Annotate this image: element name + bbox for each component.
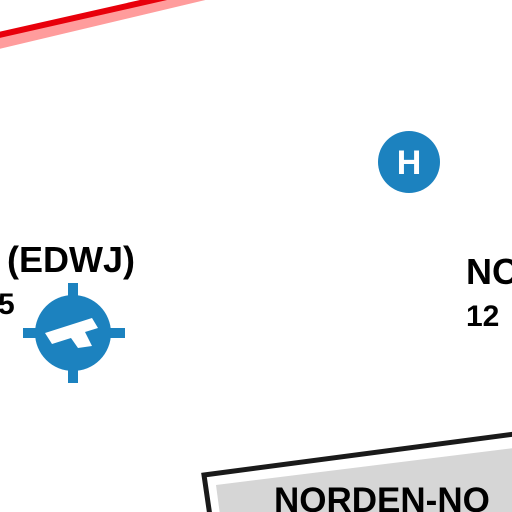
heliport-icon[interactable]: H [378,131,440,193]
named-area-box[interactable]: NORDEN-NO [201,431,512,512]
airspace-boundary-stroke [0,0,168,38]
airfield-icon[interactable] [23,283,125,383]
place-name-label: NO [466,251,512,292]
named-area-fill [216,448,512,512]
airspace-boundary-tint [0,0,206,49]
place-value-label: 12 [466,300,499,333]
airfield-name-label: (EDWJ) [7,239,135,280]
airspace-boundary-line [0,0,206,49]
named-area-label: NORDEN-NO [274,481,490,512]
heliport-letter: H [397,144,422,182]
airfield-elevation-label: 5 [0,288,15,321]
airfield-runway-mark [45,318,98,348]
